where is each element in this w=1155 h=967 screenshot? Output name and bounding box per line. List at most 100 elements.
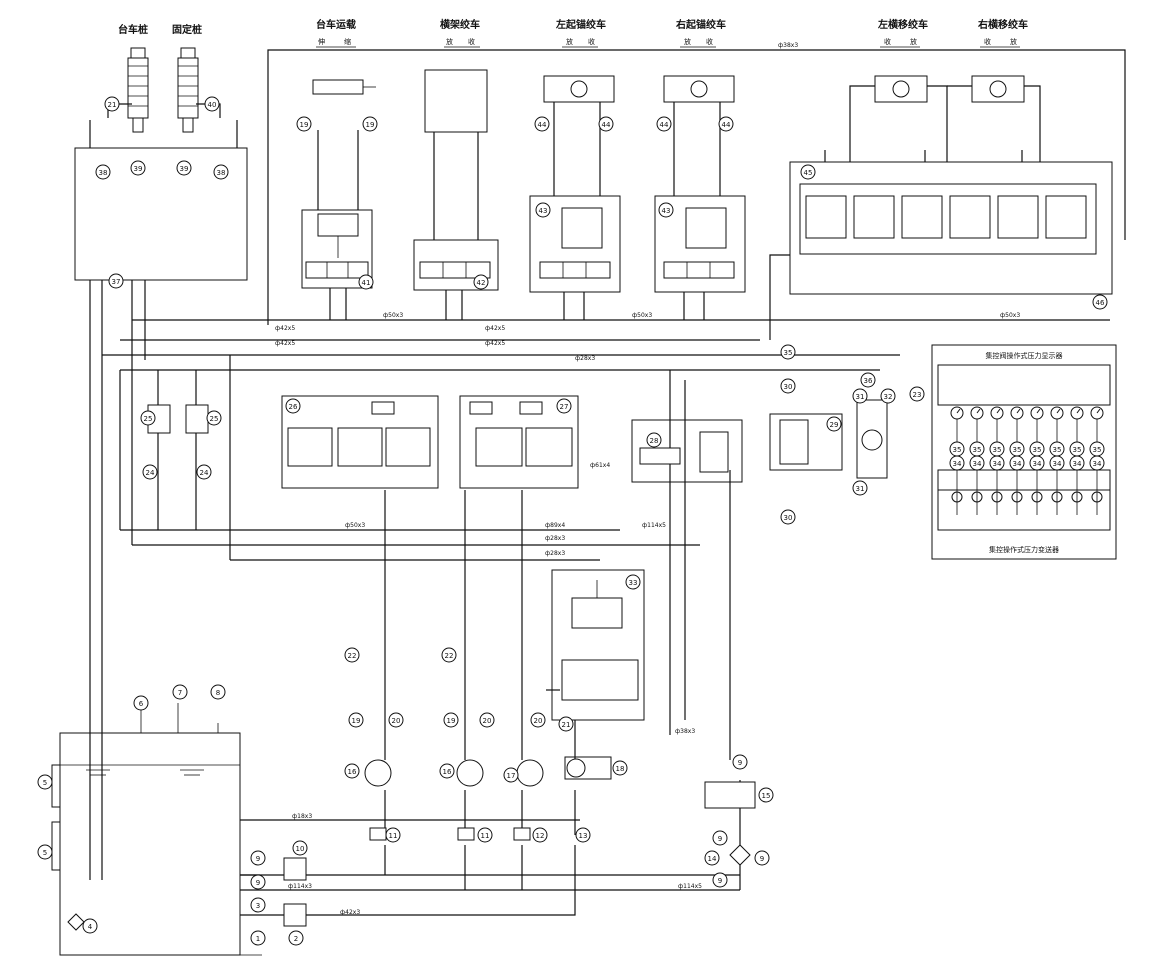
callout-label: 38: [99, 169, 108, 177]
valve-bank-29: [769, 399, 888, 479]
pipe-label: ф50x3: [632, 312, 652, 319]
callout-label: 23: [913, 391, 922, 399]
valve-bank-41: [301, 79, 376, 320]
pipe-label: ф50x3: [1000, 312, 1020, 319]
callout-label: 9: [256, 855, 260, 863]
callout-label: 22: [445, 652, 454, 660]
callout-label: 6: [139, 700, 144, 708]
pipe-label: ф114x3: [288, 883, 312, 890]
callout-label: 3: [256, 902, 260, 910]
callout-9: 9: [754, 850, 770, 866]
callout-label: 5: [43, 849, 47, 857]
callout-5: 5: [37, 774, 53, 790]
callout-label: 35: [784, 349, 793, 357]
valve-bank-43-left: [529, 75, 621, 320]
callout-label: 43: [662, 207, 671, 215]
callout-19: 19: [296, 116, 312, 132]
callout-label: 5: [43, 779, 47, 787]
callout-24: 24: [142, 464, 158, 480]
callout-19: 19: [362, 116, 378, 132]
callout-label: 20: [534, 717, 543, 725]
callout-20: 20: [388, 712, 404, 728]
callout-22: 22: [441, 647, 457, 663]
callout-label: 44: [660, 121, 669, 129]
gauge-id: 35: [953, 446, 962, 454]
callout-label: 21: [108, 101, 117, 109]
callout-label: 44: [722, 121, 731, 129]
title-sublabels: 伸 缩 放 收 放 收 放 收 收 放 收 放: [318, 37, 1017, 46]
gauge-id: 35: [1093, 446, 1102, 454]
callout-label: 19: [366, 121, 375, 129]
sensor-id: 34: [993, 460, 1002, 468]
callout-label: 15: [762, 792, 771, 800]
callout-35: 35: [780, 344, 796, 360]
pipe-label: ф42x3: [340, 909, 360, 916]
callout-24: 24: [196, 464, 212, 480]
callout-43: 43: [535, 202, 551, 218]
pumps: [364, 756, 612, 841]
callout-30: 30: [780, 378, 796, 394]
pipe-label: ф114x5: [678, 883, 702, 890]
callout-26: 26: [285, 398, 301, 414]
callout-label: 11: [389, 832, 398, 840]
valve-bank-45: [769, 75, 1113, 340]
callout-label: 26: [289, 403, 298, 411]
title-zuohengyi-jiaoche: 左横移绞车: [877, 18, 928, 31]
callout-2: 2: [288, 930, 304, 946]
callout-1: 1: [250, 930, 266, 946]
title-taichezhuang: 台车桩: [118, 23, 148, 36]
callout-8: 8: [210, 684, 226, 700]
oil-tank: [51, 703, 262, 956]
filters: [283, 781, 756, 927]
callout-label: 39: [134, 165, 143, 173]
callout-30: 30: [780, 509, 796, 525]
callout-label: 36: [864, 377, 873, 385]
callout-13: 13: [575, 827, 591, 843]
callout-label: 12: [536, 832, 545, 840]
pipe-label: ф61x4: [590, 462, 610, 469]
callout-7: 7: [172, 684, 188, 700]
callout-37: 37: [108, 273, 124, 289]
callout-25: 25: [140, 410, 156, 426]
valve-bank-25: [147, 370, 209, 530]
callout-31: 31: [852, 480, 868, 496]
callout-label: 39: [180, 165, 189, 173]
callout-label: 28: [650, 437, 659, 445]
callout-label: 8: [216, 689, 220, 697]
pressure-gauge: 35 34: [1069, 406, 1085, 515]
sensor-id: 34: [1033, 460, 1042, 468]
sublabel: 收: [468, 37, 475, 46]
valve-bank-27: [459, 395, 579, 489]
callout-label: 9: [760, 855, 764, 863]
pipe-label: ф114x5: [642, 522, 666, 529]
callout-42: 42: [473, 274, 489, 290]
sublabel: 放: [910, 37, 917, 46]
panel-footer: 集控操作式压力变送器: [989, 545, 1059, 554]
callout-label: 44: [538, 121, 547, 129]
gauge-id: 35: [1073, 446, 1082, 454]
top-titles: 台车桩 固定桩 台车运载 横架绞车 左起锚绞车 右起锚绞车 左横移绞车 右横移绞…: [118, 18, 1028, 36]
callout-label: 14: [708, 855, 717, 863]
sensor-id: 34: [1073, 460, 1082, 468]
sensor-id: 34: [973, 460, 982, 468]
pipe-label: ф38x3: [675, 728, 695, 735]
callout-21: 21: [558, 716, 574, 732]
callout-22: 22: [344, 647, 360, 663]
callout-label: 40: [208, 101, 217, 109]
callout-label: 20: [392, 717, 401, 725]
callout-label: 17: [507, 772, 516, 780]
callout-14: 14: [704, 850, 720, 866]
callout-20: 20: [479, 712, 495, 728]
sensor-id: 34: [1013, 460, 1022, 468]
callout-39: 39: [176, 160, 192, 176]
callout-label: 9: [738, 759, 742, 767]
callout-45: 45: [800, 164, 816, 180]
callout-33: 33: [625, 574, 641, 590]
callout-44: 44: [656, 116, 672, 132]
callout-label: 24: [200, 469, 209, 477]
callout-10: 10: [292, 840, 308, 856]
